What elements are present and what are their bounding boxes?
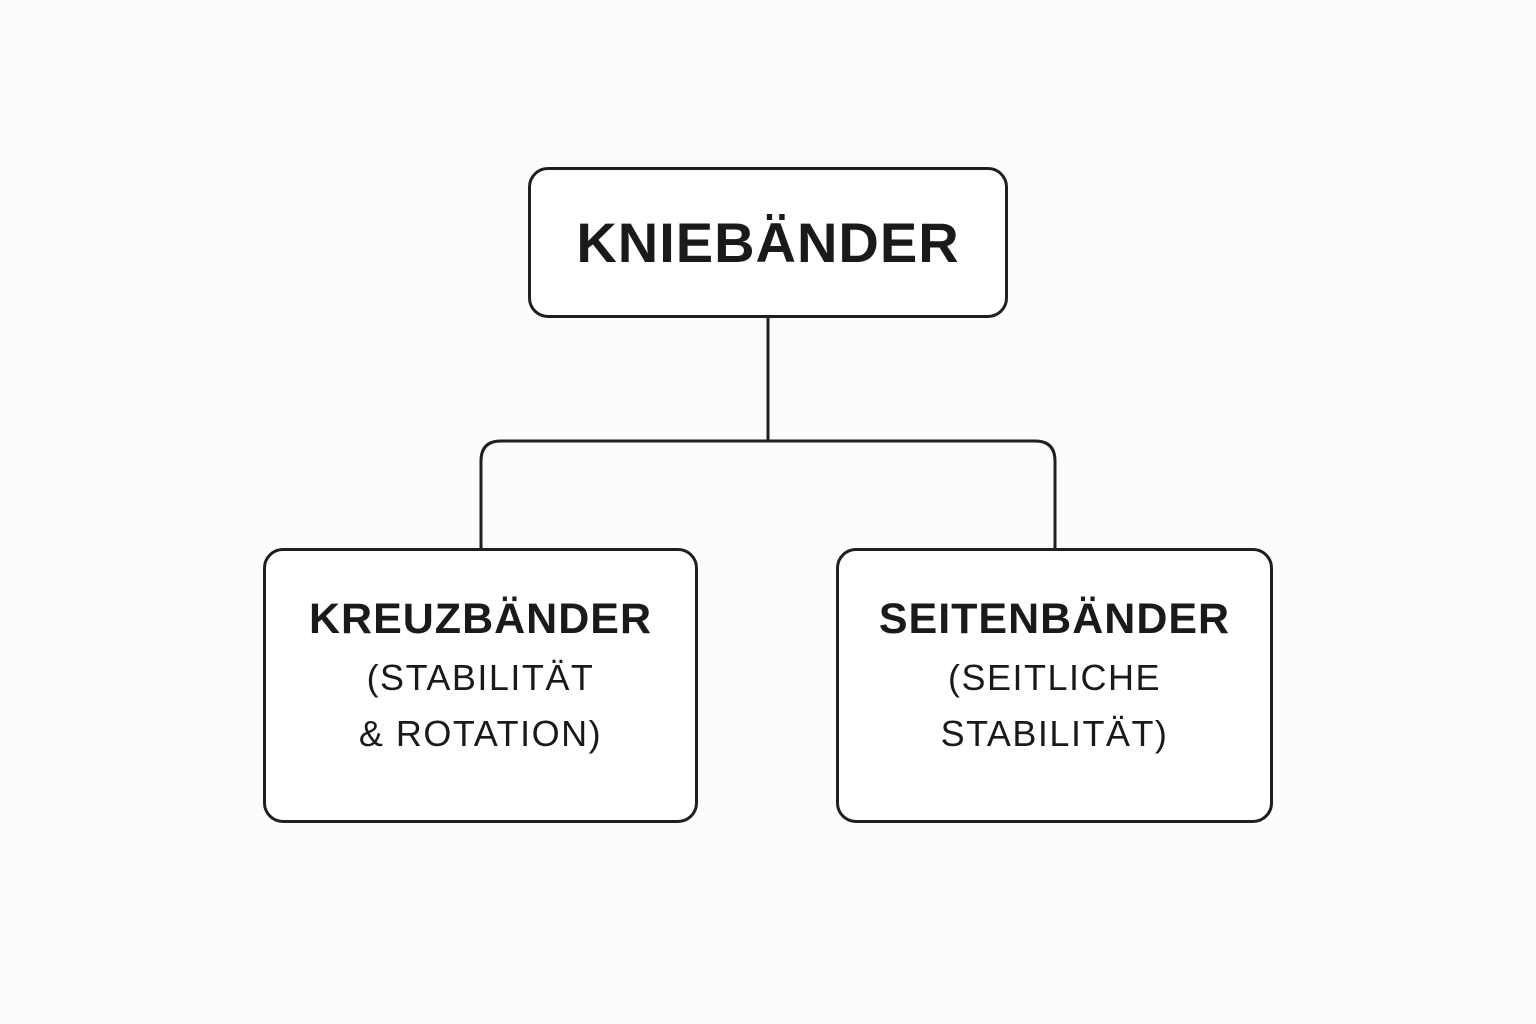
child-node-description: (STABILITÄT & ROTATION) [359, 650, 602, 762]
root-node-kniebaender: KNIEBÄNDER [528, 167, 1008, 318]
description-line-2: STABILITÄT) [940, 713, 1169, 754]
connector-branch-left [479, 439, 768, 548]
description-line-2: & ROTATION) [358, 713, 603, 754]
child-node-seitenbaender: SEITENBÄNDER (SEITLICHE STABILITÄT) [836, 548, 1273, 823]
child-node-title: SEITENBÄNDER [878, 595, 1231, 643]
child-node-kreuzbaender: KREUZBÄNDER (STABILITÄT & ROTATION) [263, 548, 698, 823]
connector-branch-right [768, 439, 1057, 548]
description-line-1: (STABILITÄT [366, 657, 595, 698]
child-node-description: (SEITLICHE STABILITÄT) [941, 650, 1169, 762]
description-line-1: (SEITLICHE [947, 657, 1162, 698]
child-node-title: KREUZBÄNDER [308, 595, 653, 643]
root-node-title: KNIEBÄNDER [576, 211, 960, 274]
